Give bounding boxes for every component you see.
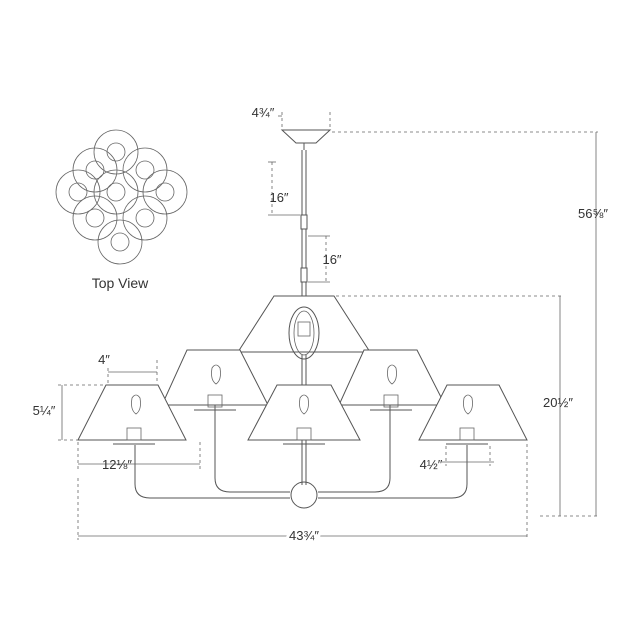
dim-overall-height-label: 56⅝″: [578, 206, 608, 221]
stem: [300, 150, 308, 296]
shade-back-right: [338, 349, 446, 411]
dim-shade-height: [58, 384, 106, 441]
top-view-shade: [97, 219, 143, 265]
dim-backplate-label: 4½″: [420, 457, 443, 472]
dim-shade-bottom-label: 12⅛″: [102, 457, 132, 472]
top-view-diagram: [55, 129, 188, 265]
dim-stem-lower-label: 16″: [322, 252, 341, 267]
arms: [134, 405, 468, 499]
dim-overall-width-label: 43¾″: [289, 528, 319, 543]
top-view-shade: [93, 129, 139, 175]
dim-overall-width: [77, 444, 528, 540]
dim-stem-lower: [308, 235, 330, 283]
top-view-shade: [72, 195, 118, 241]
top-view-shade: [142, 169, 188, 215]
top-view-shade: [55, 169, 101, 215]
top-view-shade: [122, 195, 168, 241]
dim-canopy-label: 4¾″: [252, 105, 275, 120]
dim-shade-height-label: 5¼″: [33, 403, 56, 418]
top-view-shade: [122, 147, 168, 193]
canopy: [280, 129, 332, 150]
dim-shade-top: [107, 360, 158, 384]
dim-shade-bottom: [77, 442, 201, 470]
shade-top-center: [237, 295, 371, 360]
shade-front-center: [247, 384, 361, 445]
top-view-caption: Top View: [92, 275, 149, 291]
shade-front-right: [418, 384, 528, 445]
shade-front-left: [77, 384, 187, 445]
dim-canopy: [278, 112, 331, 128]
dim-fixture-height: [336, 295, 562, 516]
dim-stem-upper: [268, 161, 300, 216]
shade-back-left: [161, 349, 269, 411]
top-view-shade: [93, 169, 139, 215]
dim-backplate: [442, 446, 494, 466]
dim-fixture-height-label: 20½″: [543, 395, 573, 410]
dim-shade-top-label: 4″: [98, 352, 110, 367]
dim-stem-upper-label: 16″: [269, 190, 288, 205]
dim-overall-height: [332, 131, 598, 517]
